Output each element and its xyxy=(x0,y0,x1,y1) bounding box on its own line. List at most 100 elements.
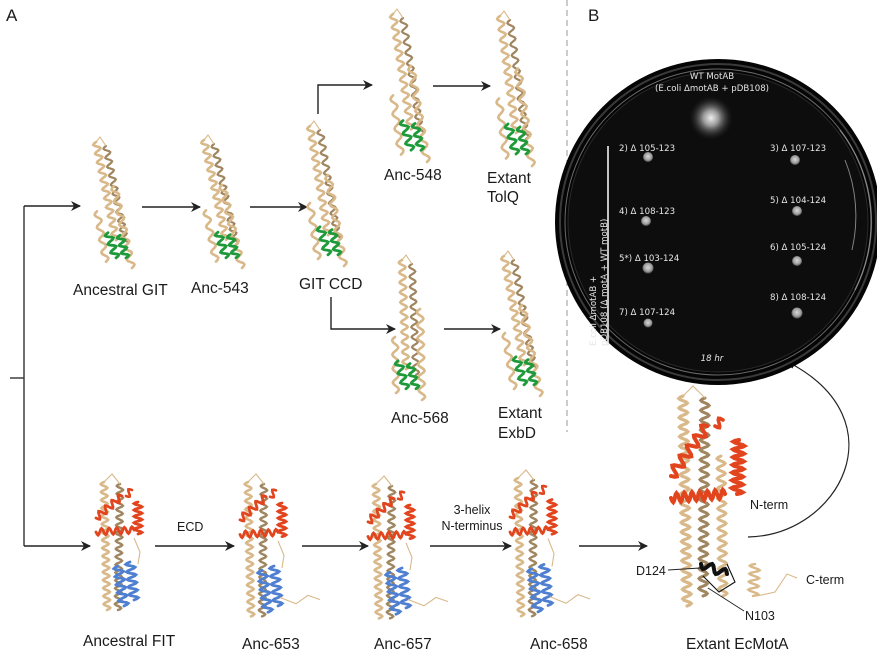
helix xyxy=(218,183,246,270)
helix xyxy=(225,233,241,260)
structure-extant-tolq xyxy=(495,10,537,168)
plate-label-7: 7) Δ 107-124 xyxy=(619,308,675,318)
structure-git-ccd xyxy=(305,120,349,268)
arrow-gitccd-to-anc568 xyxy=(330,297,396,334)
loop xyxy=(95,136,107,147)
helix xyxy=(506,18,530,141)
label-extant-tolq-line2: TolQ xyxy=(487,189,519,206)
helix xyxy=(94,493,124,521)
helix xyxy=(398,119,416,152)
loop xyxy=(203,134,215,145)
helix xyxy=(93,210,110,263)
structure-anc-658 xyxy=(508,469,591,618)
panel-a-letter: A xyxy=(6,6,18,25)
loop xyxy=(547,538,555,567)
colony-5star xyxy=(642,262,654,274)
helix xyxy=(397,258,411,371)
helix xyxy=(385,484,397,620)
colony-8 xyxy=(791,307,803,319)
helix xyxy=(508,490,538,520)
helix xyxy=(727,438,749,496)
plate-label-5star: 5*) Δ 103-124 xyxy=(619,254,679,264)
helix xyxy=(538,484,548,496)
structure-anc-548 xyxy=(388,8,432,164)
helix xyxy=(323,173,349,268)
plate-label-4: 4) Δ 108-123 xyxy=(619,207,675,217)
helix xyxy=(306,201,322,261)
plate-label-5: 5) Δ 104-124 xyxy=(770,196,826,206)
helix xyxy=(699,561,729,577)
colony-4 xyxy=(641,216,651,226)
helix xyxy=(103,231,121,260)
helix xyxy=(525,567,545,614)
helix xyxy=(275,501,289,538)
label-anc-653: Anc-653 xyxy=(242,636,300,653)
structure-extant-ecmota xyxy=(669,385,798,608)
helix xyxy=(501,331,518,391)
helix xyxy=(513,67,537,168)
plate-label-3: 3) Δ 107-123 xyxy=(770,144,826,154)
helix xyxy=(199,138,231,242)
loop xyxy=(405,542,413,571)
helix xyxy=(243,480,256,618)
label-anc-548: Anc-548 xyxy=(384,167,442,184)
label-anc-657: Anc-657 xyxy=(374,636,432,653)
helix xyxy=(676,394,694,608)
structure-ancestral-git xyxy=(91,136,136,270)
panel-b-letter: B xyxy=(588,6,600,25)
helix xyxy=(405,362,421,391)
helix xyxy=(669,486,727,506)
helix xyxy=(669,423,709,479)
helix xyxy=(511,355,529,387)
helix xyxy=(523,358,539,387)
helix xyxy=(238,527,280,540)
structure-anc-653 xyxy=(238,473,321,618)
annotation-n103: N103 xyxy=(745,609,775,623)
structure-anc-657 xyxy=(366,475,449,620)
helix xyxy=(415,307,427,402)
helix xyxy=(510,258,538,372)
helix xyxy=(499,254,529,367)
helix xyxy=(410,122,426,152)
label-extant-ecmota: Extant EcMotA xyxy=(686,636,789,653)
edge-label-3-helix: 3-helix xyxy=(453,503,491,517)
loop xyxy=(309,120,321,131)
loop xyxy=(503,250,515,261)
loop xyxy=(133,537,141,565)
loop xyxy=(279,594,321,605)
helix xyxy=(210,142,240,247)
loop xyxy=(499,10,511,21)
helix xyxy=(124,487,134,499)
helix xyxy=(746,562,762,598)
helix xyxy=(513,476,526,618)
helix xyxy=(110,184,136,270)
helix xyxy=(113,482,125,612)
helix xyxy=(406,64,432,164)
helix xyxy=(388,12,416,131)
label-anc-543: Anc-543 xyxy=(191,280,249,297)
helix xyxy=(389,94,405,156)
loop xyxy=(407,596,449,607)
helix xyxy=(91,140,121,242)
helix xyxy=(257,482,269,618)
helix xyxy=(327,228,343,257)
helix xyxy=(268,488,278,499)
helix xyxy=(123,560,141,602)
label-ancestral-git: Ancestral GIT xyxy=(73,282,168,299)
helix xyxy=(267,564,285,608)
helix xyxy=(395,566,413,610)
plate-wt-subtitle: (E.coli ΔmotAB + pDB108) xyxy=(655,84,769,94)
helix xyxy=(94,524,136,538)
loop xyxy=(103,473,121,485)
colony-6 xyxy=(792,256,802,266)
structure-anc-568 xyxy=(390,254,427,402)
annotation-c-term: C-term xyxy=(806,573,845,587)
helix xyxy=(515,125,531,156)
helix xyxy=(131,500,145,536)
plate-side-label-1: E.coli ΔmotAB + xyxy=(589,276,599,346)
edge-label-n-terminus: N-terminus xyxy=(441,519,503,533)
